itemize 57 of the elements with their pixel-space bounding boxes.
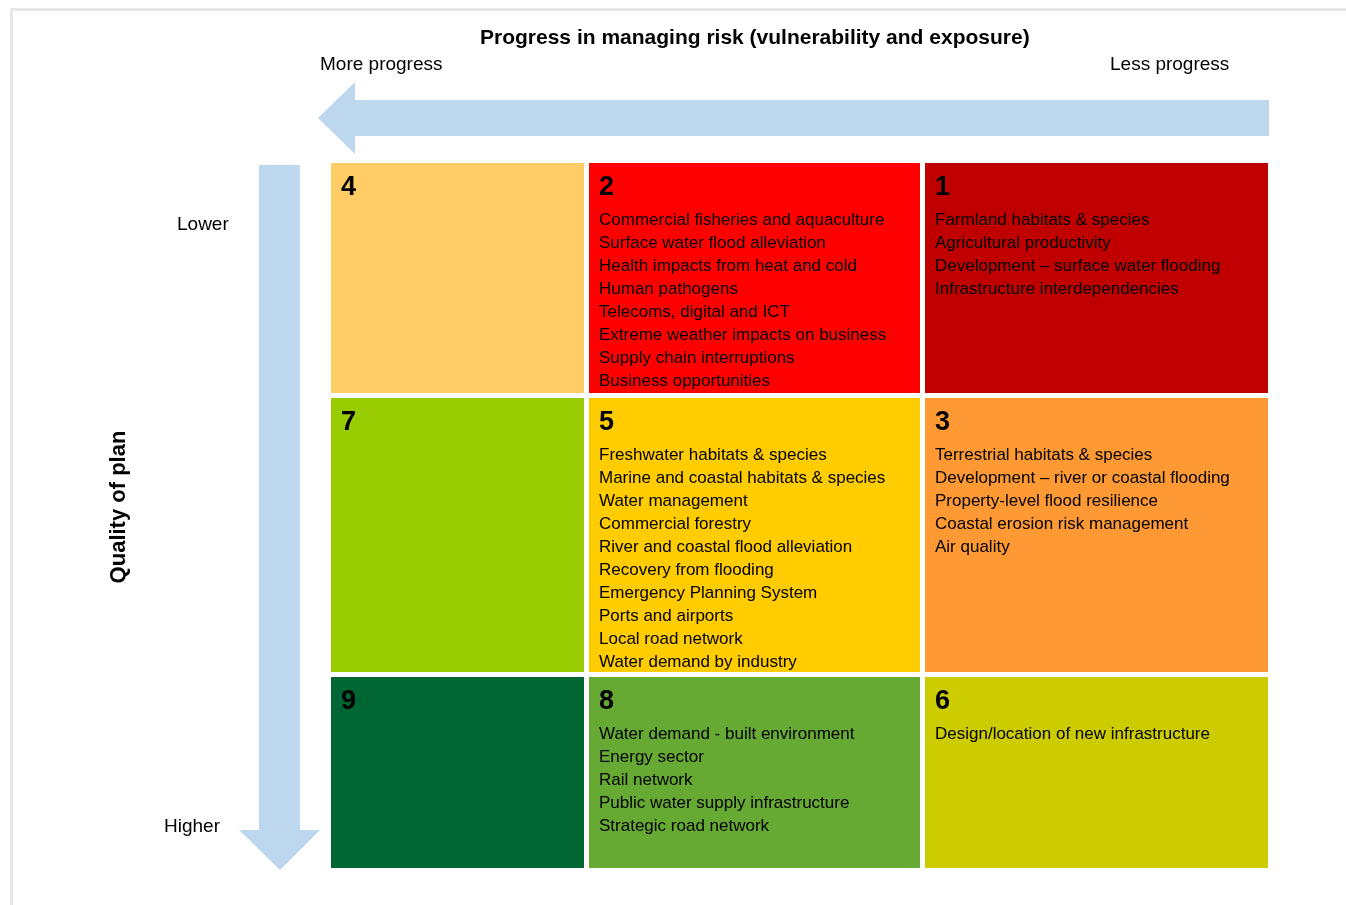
list-item: Freshwater habitats & species — [599, 444, 827, 466]
list-item: Commercial forestry — [599, 513, 752, 535]
list-item: Water management — [599, 490, 748, 512]
list-item: Emergency Planning System — [599, 582, 818, 604]
list-item: Human pathogens — [599, 278, 738, 300]
list-item: Coastal erosion risk management — [935, 513, 1189, 535]
list-item: Terrestrial habitats & species — [935, 444, 1153, 466]
matrix-cell — [925, 677, 1268, 868]
list-item: Infrastructure interdependencies — [935, 278, 1179, 300]
list-item: Development – river or coastal flooding — [935, 467, 1230, 489]
list-item: Surface water flood alleviation — [599, 232, 826, 254]
list-item: Property-level flood resilience — [935, 490, 1158, 512]
cell-number: 6 — [935, 685, 951, 716]
matrix-cell — [331, 163, 584, 393]
list-item: Extreme weather impacts on business — [599, 324, 887, 346]
axis-title: Progress in managing risk (vulnerability and exposure) — [480, 25, 1030, 49]
matrix-cell — [925, 398, 1268, 672]
matrix-cell — [331, 677, 584, 868]
cell-number: 7 — [341, 406, 357, 437]
list-item: Strategic road network — [599, 815, 770, 837]
list-item: River and coastal flood alleviation — [599, 536, 853, 558]
list-item: Local road network — [599, 628, 743, 650]
cell-number: 8 — [599, 685, 615, 716]
list-item: Development – surface water flooding — [935, 255, 1221, 277]
matrix-cell — [589, 677, 920, 868]
matrix-cell — [925, 163, 1268, 393]
cell-number: 4 — [341, 171, 357, 202]
list-item: Energy sector — [599, 746, 704, 768]
list-item: Recovery from flooding — [599, 559, 774, 581]
matrix-cell — [589, 398, 920, 672]
axis-label: Lower — [177, 213, 229, 235]
cell-number: 9 — [341, 685, 357, 716]
axis-label: More progress — [320, 53, 443, 75]
list-item: Air quality — [935, 536, 1010, 558]
list-item: Marine and coastal habitats & species — [599, 467, 886, 489]
list-item: Agricultural productivity — [935, 232, 1111, 254]
list-item: Business opportunities — [599, 370, 771, 392]
list-item: Design/location of new infrastructure — [935, 723, 1210, 745]
matrix-cell — [331, 398, 584, 672]
list-item: Water demand by industry — [599, 651, 797, 673]
list-item: Rail network — [599, 769, 693, 791]
list-item: Telecoms, digital and ICT — [599, 301, 790, 323]
list-item: Ports and airports — [599, 605, 734, 627]
list-item: Health impacts from heat and cold — [599, 255, 857, 277]
matrix-cell — [589, 163, 920, 393]
list-item: Supply chain interruptions — [599, 347, 795, 369]
cell-number: 2 — [599, 171, 615, 202]
list-item: Farmland habitats & species — [935, 209, 1150, 231]
axis-title: Quality of plan — [105, 429, 131, 586]
cell-number: 5 — [599, 406, 615, 437]
list-item: Public water supply infrastructure — [599, 792, 850, 814]
axis-label: Less progress — [1110, 53, 1230, 75]
cell-number: 1 — [935, 171, 951, 202]
list-item: Water demand - built environment — [599, 723, 855, 745]
axis-label: Higher — [164, 815, 220, 837]
list-item: Commercial fisheries and aquaculture — [599, 209, 885, 231]
cell-number: 3 — [935, 406, 951, 437]
